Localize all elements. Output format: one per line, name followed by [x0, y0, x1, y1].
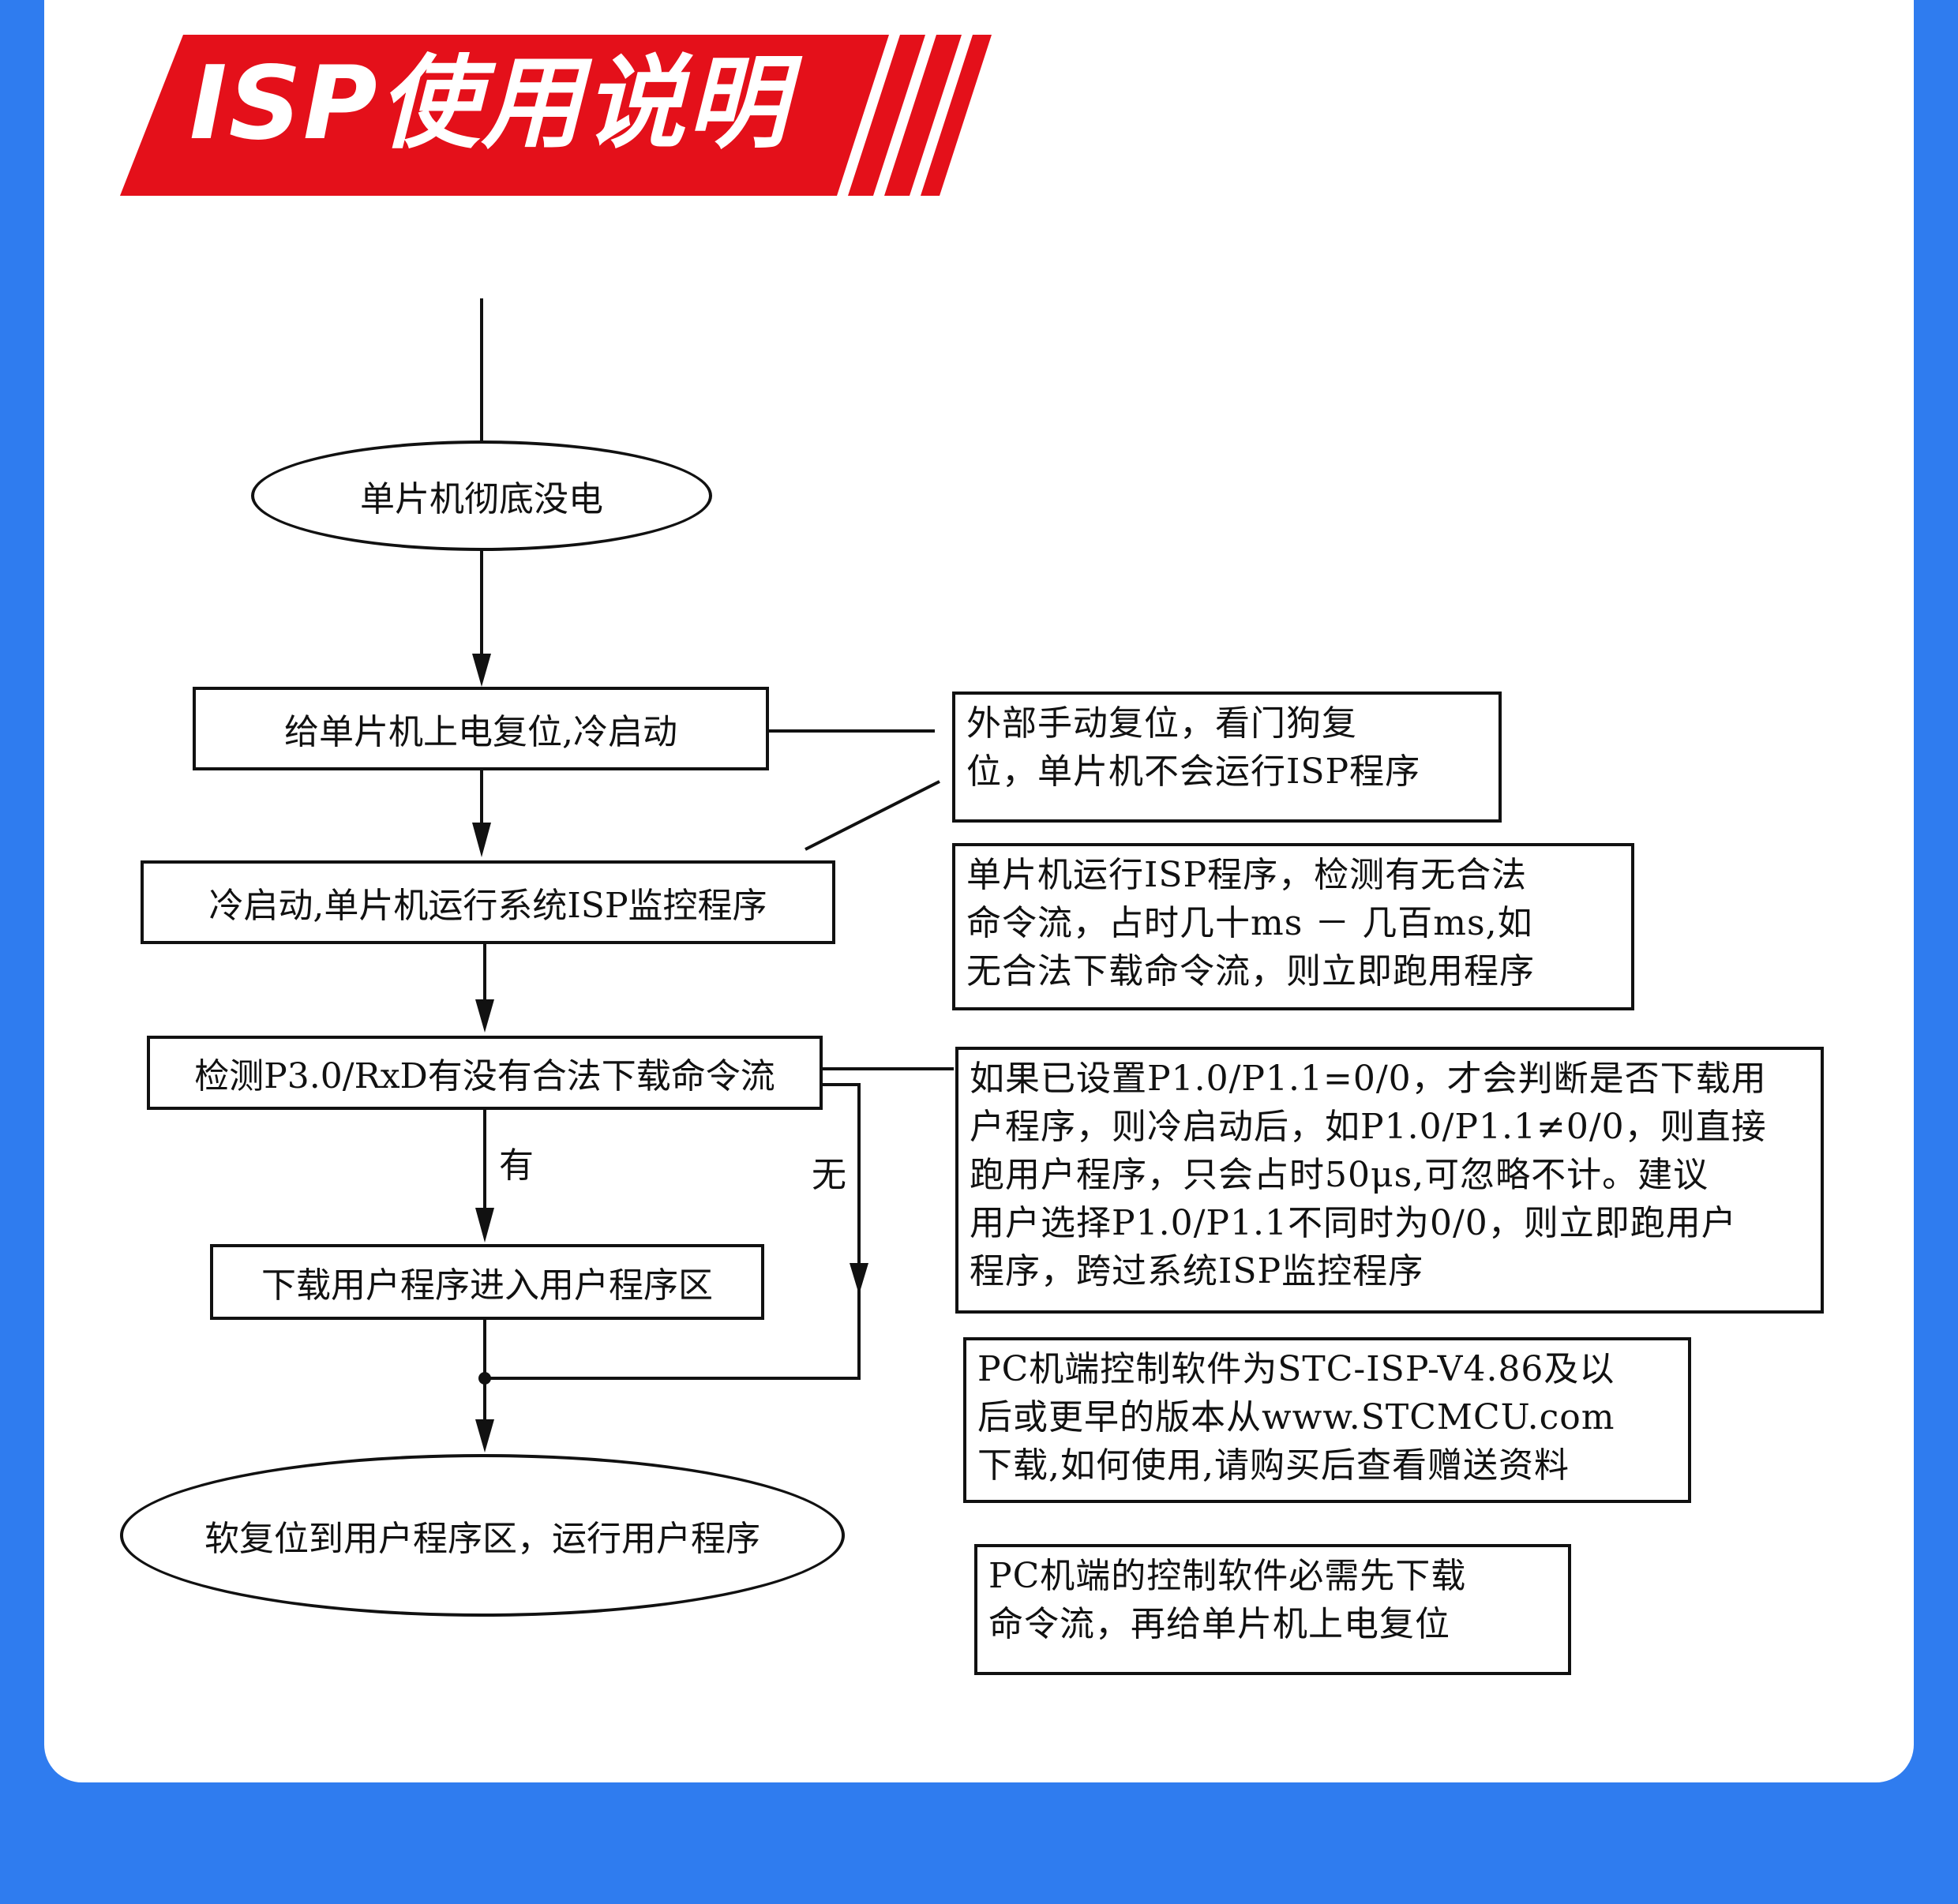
page-title: ISP使用说明	[189, 45, 790, 163]
step-detect-download-stream: 检测P3.0/RxD有没有合法下载命令流	[147, 1036, 823, 1110]
end-node: 软复位到用户程序区，运行用户程序	[120, 1454, 845, 1617]
note-line: 跑用户程序，只会占时50μs,可忽略不计。建议	[970, 1155, 1709, 1195]
start-node: 单片机彻底没电	[251, 440, 712, 551]
note-line: 命令流，占时几十ms － 几百ms,如	[966, 903, 1533, 943]
branch-no-label: 无	[812, 1155, 846, 1195]
flow-connectors	[480, 298, 954, 1427]
note-line: 位，单片机不会运行ISP程序	[966, 751, 1421, 792]
step-download-user-program: 下载用户程序进入用户程序区	[210, 1244, 764, 1320]
banner-shape	[120, 35, 992, 196]
note-pc-download-first: PC机端的控制软件必需先下载 命令流，再给单片机上电复位	[974, 1544, 1571, 1675]
step-run-isp-monitor: 冷启动,单片机运行系统ISP监控程序	[141, 860, 835, 944]
note-line: 无合法下载命令流，则立即跑用程序	[966, 951, 1535, 991]
note-line: 用户选择P1.0/P1.1不同时为0/0，则立即跑用户	[970, 1203, 1737, 1243]
note-line: 命令流，再给单片机上电复位	[988, 1604, 1450, 1644]
note-line: 外部手动复位，看门狗复	[966, 703, 1357, 744]
flow-arrowheads	[472, 654, 868, 1452]
note-line: 户程序，则冷启动后，如P1.0/P1.1≠0/0，则直接	[970, 1107, 1767, 1147]
note-isp-timing: 单片机运行ISP程序，检测有无合法 命令流，占时几十ms － 几百ms,如 无合…	[952, 843, 1634, 1010]
note-line: PC机端的控制软件必需先下载	[988, 1556, 1467, 1596]
note-line: 后或更早的版本从www.STCMCU.com	[977, 1397, 1615, 1437]
note-line: 下载,如何使用,请购买后查看赠送资料	[977, 1445, 1570, 1486]
note-line: PC机端控制软件为STC-ISP-V4.86及以	[977, 1349, 1615, 1389]
branch-yes-label: 有	[499, 1145, 534, 1186]
note-line: 单片机运行ISP程序，检测有无合法	[966, 855, 1528, 895]
note-line: 如果已设置P1.0/P1.1=0/0，才会判断是否下载用	[970, 1059, 1767, 1099]
note-p1-setting: 如果已设置P1.0/P1.1=0/0，才会判断是否下载用 户程序，则冷启动后，如…	[955, 1047, 1824, 1314]
note-line: 程序，跨过系统ISP监控程序	[970, 1251, 1424, 1291]
merge-junction	[478, 1372, 491, 1385]
step-power-on-reset: 给单片机上电复位,冷启动	[193, 687, 769, 770]
note-pc-software-version: PC机端控制软件为STC-ISP-V4.86及以 后或更早的版本从www.STC…	[963, 1337, 1691, 1503]
note-external-reset: 外部手动复位，看门狗复 位，单片机不会运行ISP程序	[952, 692, 1502, 823]
